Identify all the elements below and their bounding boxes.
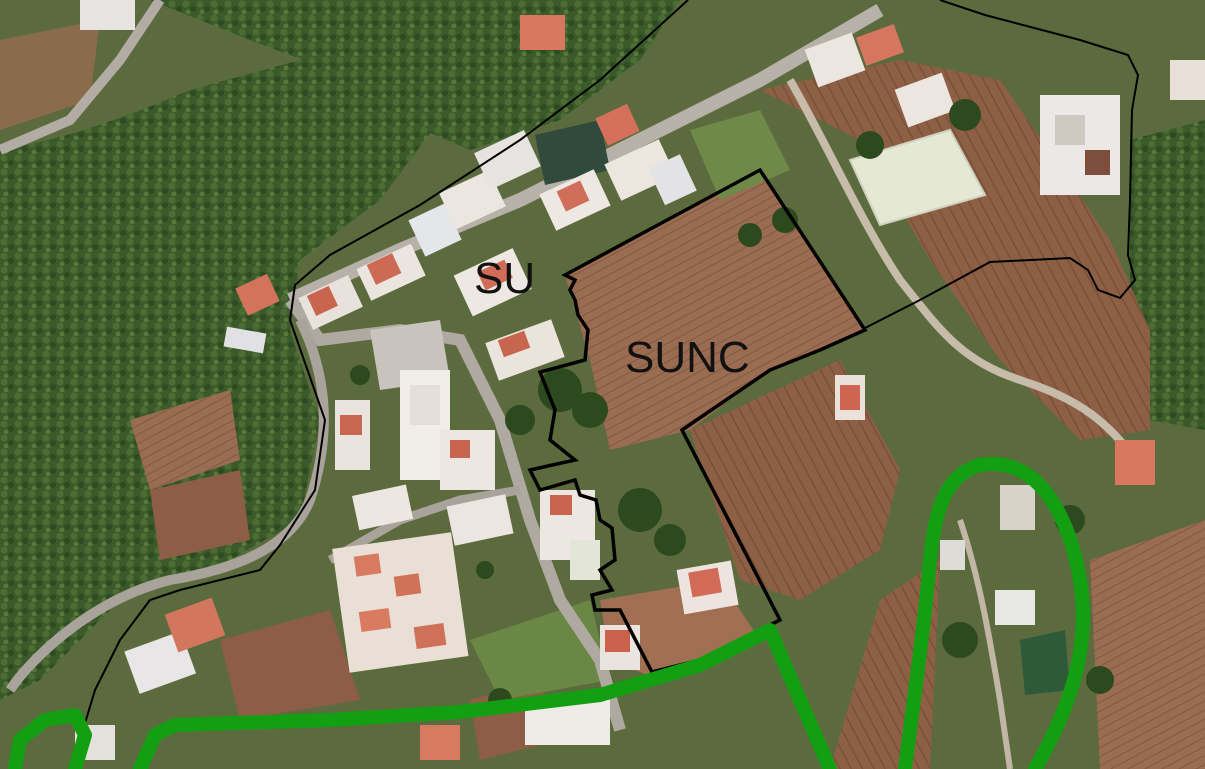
sunc-boundary bbox=[527, 167, 868, 675]
field-northwest bbox=[0, 20, 100, 130]
road-inner bbox=[327, 485, 521, 564]
green-boundary-loop bbox=[898, 456, 1090, 769]
track-east bbox=[786, 78, 1154, 483]
label-sunc: SUNC bbox=[625, 333, 750, 382]
track-east-south bbox=[957, 519, 1013, 769]
building-group-church bbox=[335, 370, 495, 490]
building-group-northeast bbox=[80, 0, 1205, 625]
field-north-east bbox=[760, 60, 1150, 440]
vegetation-west bbox=[0, 40, 440, 700]
su-boundary bbox=[79, 0, 1140, 741]
field-south-east-1 bbox=[1090, 520, 1205, 769]
water-reservoir bbox=[535, 120, 610, 185]
road-winding-west bbox=[5, 317, 329, 693]
road-northwest bbox=[0, 0, 165, 155]
field-sunc-main bbox=[565, 170, 865, 450]
field-south-west bbox=[220, 610, 360, 720]
building-group-main-road bbox=[223, 103, 697, 381]
road-village bbox=[285, 296, 626, 732]
building-group-south bbox=[75, 484, 739, 760]
field-west-2 bbox=[150, 470, 250, 560]
label-su: SU bbox=[474, 254, 535, 303]
green-boundary-south bbox=[8, 623, 837, 769]
field-west-1 bbox=[130, 390, 240, 490]
sports-court bbox=[848, 128, 987, 227]
water-reservoir-south bbox=[1020, 630, 1070, 695]
